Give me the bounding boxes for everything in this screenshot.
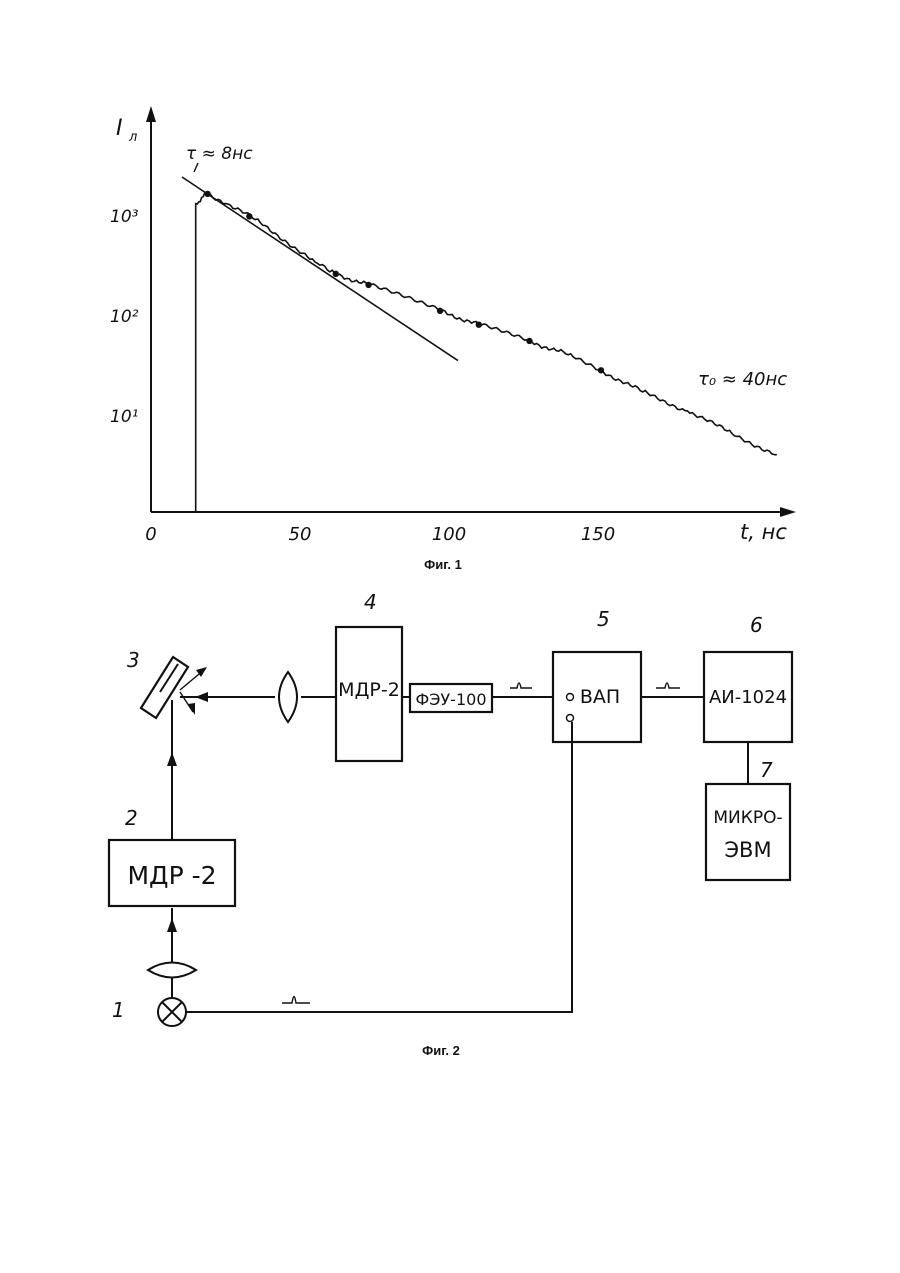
data-point: [437, 308, 443, 314]
pulse-icon-2: [656, 683, 680, 688]
block-6-label: АИ-1024: [709, 687, 787, 708]
x-tick-labels: 0 50 100 150: [145, 524, 615, 545]
x-tick-label: 0: [145, 524, 156, 545]
arrow-up-icon: [167, 918, 177, 932]
block-2-number: 2: [125, 806, 138, 830]
pulse-icon-3: [282, 997, 310, 1004]
data-markers: [204, 191, 604, 374]
y-tick-label: 10¹: [110, 407, 138, 427]
y-axis-arrow-icon: [146, 106, 156, 122]
annotation-tau-pointer: [194, 163, 198, 172]
block-6-number: 6: [750, 613, 763, 637]
block-4-label: МДР-2: [338, 679, 400, 701]
y-tick-labels: 10¹ 10² 10³: [110, 207, 139, 427]
block-1-number: 1: [112, 998, 125, 1022]
y-tick-label: 10³: [110, 207, 139, 227]
beam-4-arrow: [195, 692, 208, 702]
block-5-number: 5: [597, 607, 610, 631]
data-point: [476, 321, 482, 327]
figure-1: I л t, нс 0 50 100 150 10¹ 10² 10³ τ ≈ 8нс τ₀…: [110, 106, 796, 572]
decay-curve: [196, 193, 777, 512]
annotation-tau: τ ≈ 8нс: [186, 144, 253, 164]
figure-1-caption: Фиг. 1: [424, 557, 462, 572]
reflect-arrow-head: [188, 703, 195, 715]
x-axis-arrow-icon: [780, 507, 796, 517]
trigger-line: [186, 722, 572, 1012]
y-axis-label: I: [116, 116, 123, 141]
block-5-label: ВАП: [580, 686, 620, 708]
lens-icon-2: [279, 672, 297, 722]
lens-icon-1: [148, 963, 196, 978]
pmt-label: ФЭУ-100: [415, 690, 486, 709]
arrow-up-icon-2: [167, 752, 177, 766]
figure-2-caption: Фиг. 2: [422, 1043, 460, 1058]
y-tick-label: 10²: [110, 307, 139, 327]
data-point: [526, 338, 532, 344]
x-axis-label: t, нс: [740, 520, 787, 544]
data-point: [246, 213, 252, 219]
pulse-icon-1: [510, 683, 532, 688]
block-4-number: 4: [364, 590, 377, 614]
block-7-computer: [706, 784, 790, 880]
data-point: [598, 367, 604, 373]
block-2-label: МДР -2: [127, 861, 216, 890]
sample-plate: [141, 657, 188, 718]
block-3-number: 3: [127, 648, 140, 672]
data-point: [204, 191, 210, 197]
figure-2: 1 2 МДР -2 3 4 МДР-2: [109, 590, 792, 1058]
fit-lines: [182, 177, 458, 361]
data-point: [365, 282, 371, 288]
y-axis-label-sub: л: [128, 130, 137, 145]
block-7-label-line1: МИКРО-: [713, 808, 782, 828]
x-tick-label: 150: [581, 524, 615, 545]
block-7-label-line2: ЭВМ: [724, 838, 771, 862]
block-7-number: 7: [760, 758, 773, 782]
reflect-arrow: [180, 692, 193, 712]
annotation-tau0: τ₀ ≈ 40нс: [698, 369, 787, 390]
fit-line-tau: [182, 177, 458, 361]
x-tick-label: 100: [432, 524, 466, 545]
series-line: [196, 193, 777, 512]
x-tick-label: 50: [289, 524, 312, 545]
data-point: [333, 271, 339, 277]
